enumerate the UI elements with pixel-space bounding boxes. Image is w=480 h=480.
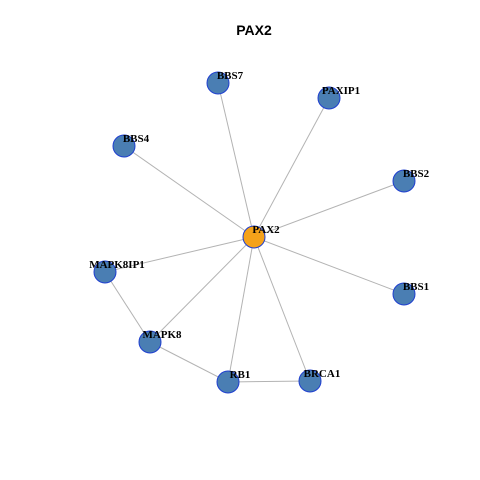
- node-label-mapk8ip1: MAPK8IP1: [89, 259, 145, 271]
- edge-mapk8-rb1: [149, 341, 229, 383]
- node-circle-mapk8ip1: [93, 260, 117, 284]
- graph-title: PAX2: [236, 22, 272, 38]
- node-bbs7: BBS7: [206, 70, 244, 95]
- edge-pax2-brca1: [253, 236, 311, 382]
- edge-pax2-bbs1: [253, 236, 405, 295]
- node-circle-rb1: [216, 370, 240, 394]
- node-label-bbs1: BBS1: [403, 281, 429, 293]
- node-brca1: BRCA1: [298, 368, 341, 393]
- node-bbs1: BBS1: [392, 281, 429, 306]
- edge-pax2-bbs7: [217, 82, 255, 238]
- node-label-bbs4: BBS4: [123, 133, 150, 145]
- edge-rb1-brca1: [227, 380, 311, 383]
- edge-pax2-mapk8: [149, 236, 255, 343]
- node-pax2: PAX2: [242, 224, 280, 249]
- node-label-bbs2: BBS2: [403, 168, 430, 180]
- node-circle-bbs4: [112, 134, 136, 158]
- edge-layer: [104, 82, 405, 383]
- node-bbs2: BBS2: [392, 168, 430, 193]
- node-bbs4: BBS4: [112, 133, 150, 158]
- edge-mapk8ip1-mapk8: [104, 271, 151, 343]
- node-label-bbs7: BBS7: [217, 70, 244, 82]
- node-mapk8ip1: MAPK8IP1: [89, 259, 145, 284]
- edge-pax2-paxip1: [253, 97, 330, 238]
- node-label-rb1: RB1: [230, 369, 251, 381]
- node-circle-bbs1: [392, 282, 416, 306]
- edge-pax2-rb1: [227, 236, 255, 383]
- edge-pax2-bbs4: [123, 145, 255, 238]
- node-circle-bbs2: [392, 169, 416, 193]
- edge-pax2-bbs2: [253, 180, 405, 238]
- node-label-paxip1: PAXIP1: [322, 85, 360, 97]
- node-label-brca1: BRCA1: [304, 368, 341, 380]
- node-circle-mapk8: [138, 330, 162, 354]
- node-layer: PAX2 BBS7PAXIP1BBS4BBS2MAPK8IP1BBS1MAPK8R…: [89, 70, 430, 394]
- node-circle-paxip1: [317, 86, 341, 110]
- edge-pax2-mapk8ip1: [104, 236, 255, 273]
- node-label-pax2: PAX2: [252, 224, 280, 236]
- node-circle-bbs7: [206, 71, 230, 95]
- node-label-mapk8: MAPK8: [142, 329, 182, 341]
- node-mapk8: MAPK8: [138, 329, 182, 354]
- node-paxip1: PAXIP1: [317, 85, 360, 110]
- node-circle-brca1: [298, 369, 322, 393]
- node-rb1: RB1: [216, 369, 251, 394]
- node-circle-pax2: [242, 225, 266, 249]
